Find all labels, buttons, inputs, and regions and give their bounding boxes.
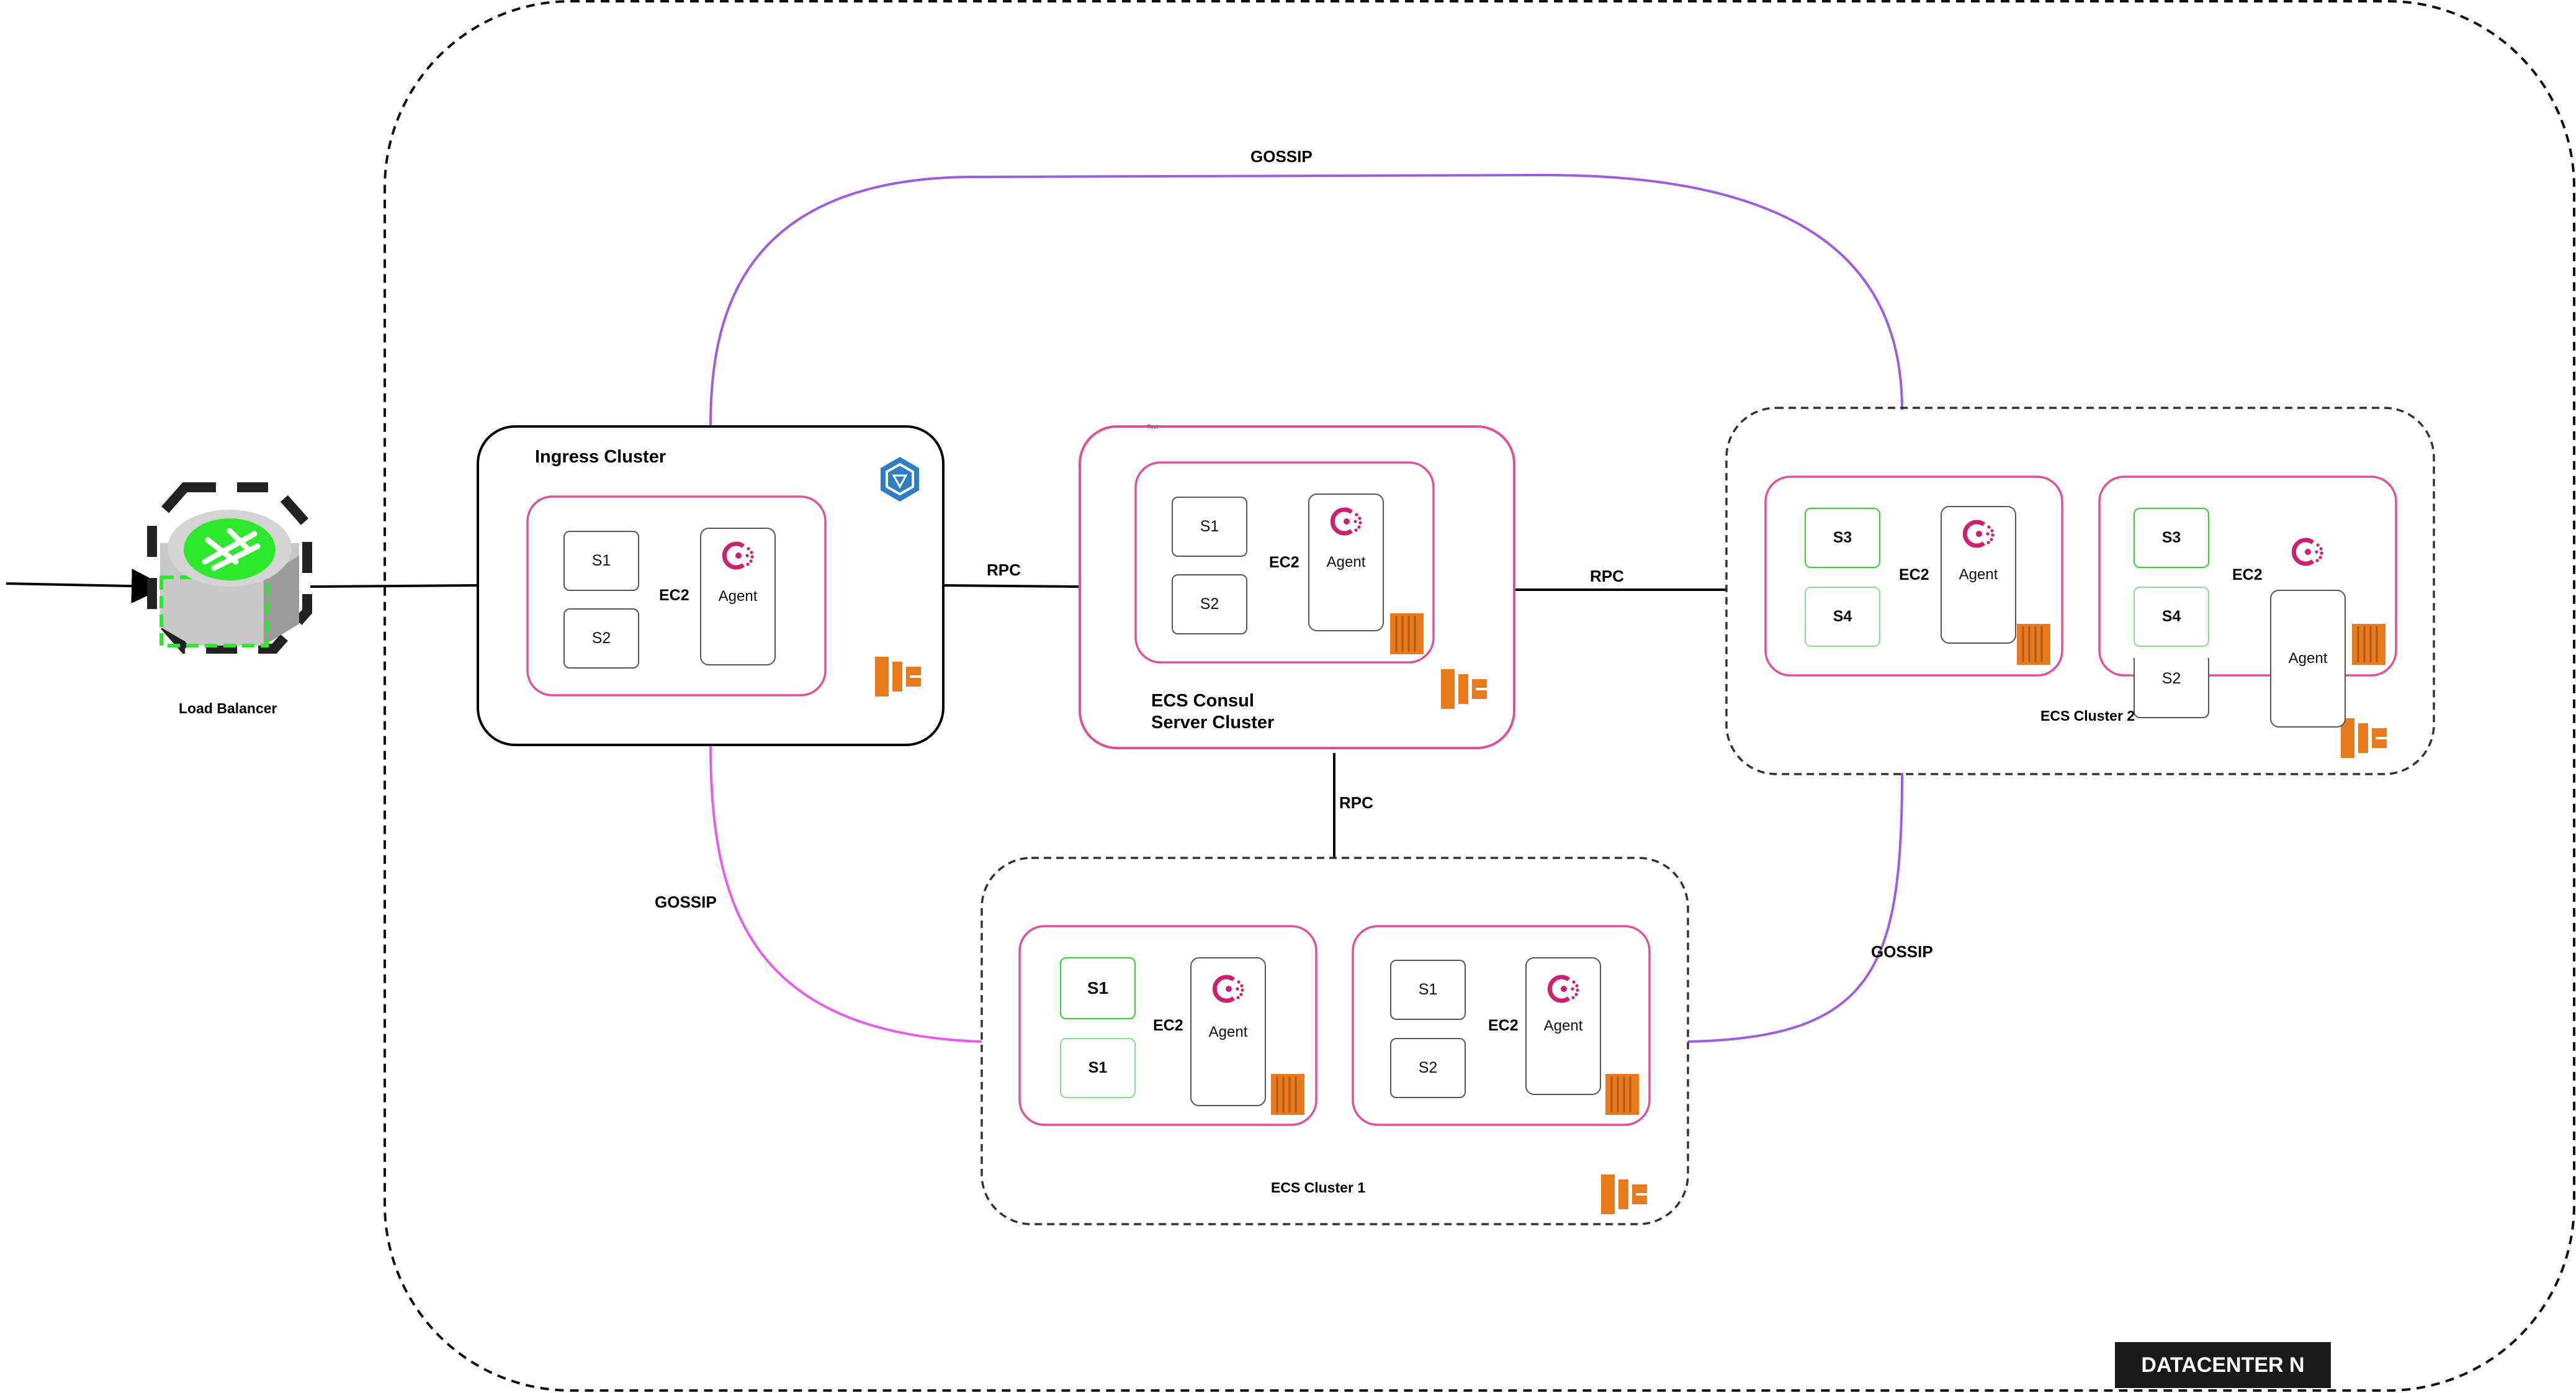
cluster1-left-service-s1-b: S1 xyxy=(1060,1038,1136,1098)
gossip-top-label: GOSSIP xyxy=(1250,147,1313,166)
cluster2-left-ec2-label: EC2 xyxy=(1899,566,1929,584)
cluster2-box xyxy=(1725,407,2435,775)
kubernetes-icon xyxy=(881,457,919,502)
ingress-agent: Agent xyxy=(700,528,776,665)
gossip-top-curve xyxy=(709,173,1903,426)
consul-logo-icon xyxy=(1963,520,1995,548)
ec2-instance-icon xyxy=(1271,1074,1304,1115)
consul-logo-icon xyxy=(1213,975,1244,1003)
gossip-left-label: GOSSIP xyxy=(655,893,717,911)
input-arrow-line xyxy=(6,569,166,604)
cluster1-box xyxy=(981,857,1689,1225)
cluster2-right-agent: Agent xyxy=(2270,590,2346,728)
cluster2-left-agent-label: Agent xyxy=(1959,566,1998,583)
server-agent: Agent xyxy=(1308,494,1384,631)
ingress-service-s1: S1 xyxy=(563,531,639,591)
gossip-right-label: GOSSIP xyxy=(1871,942,1933,961)
cluster1-left-ec2-box xyxy=(1018,925,1317,1126)
rpc-cluster2-label: RPC xyxy=(1590,567,1624,585)
cluster1-left-service-s1-a: S1 xyxy=(1060,957,1136,1019)
ecs-container-icon xyxy=(2341,718,2387,758)
load-balancer-label: Load Balancer xyxy=(179,700,277,716)
gossip-right-curve xyxy=(1687,772,1903,1043)
ingress-cluster-box xyxy=(477,425,945,746)
cluster1-right-service-s1: S1 xyxy=(1390,960,1466,1020)
cluster2-right-ec2-box xyxy=(2098,476,2397,677)
cluster1-left-ec2-label: EC2 xyxy=(1153,1017,1183,1034)
rpc-ingress-label: RPC xyxy=(987,561,1021,579)
ingress-ec2-box xyxy=(526,495,827,696)
cluster1-right-ec2-box xyxy=(1352,925,1651,1126)
server-cluster-title-line1: ECS Consul xyxy=(1151,691,1254,711)
load-balancer-icon xyxy=(147,482,312,654)
consul-logo-icon xyxy=(2292,538,2323,566)
cluster1-left-agent: Agent xyxy=(1190,957,1266,1106)
datacenter-boundary xyxy=(384,0,2575,1392)
cluster2-right-service-s2-label: S2 xyxy=(2161,670,2181,687)
cluster2-title: ECS Cluster 2 xyxy=(2040,708,2135,724)
ingress-ec2-label: EC2 xyxy=(659,587,689,604)
cluster2-right-service-s3: S3 xyxy=(2134,508,2209,568)
ecs-container-icon xyxy=(1601,1174,1647,1214)
cluster2-left-ec2-box xyxy=(1764,476,2063,677)
ingress-agent-label: Agent xyxy=(718,588,758,605)
cluster1-right-agent-label: Agent xyxy=(1543,1017,1583,1034)
cluster2-right-service-s2: S2 xyxy=(2134,658,2209,718)
consul-logo-icon xyxy=(1331,507,1362,536)
ec2-instance-icon xyxy=(1605,1074,1639,1115)
cluster2-right-ec2-label: EC2 xyxy=(2232,566,2263,584)
ec2-instance-icon xyxy=(2017,624,2050,665)
server-service-s2: S2 xyxy=(1172,574,1247,634)
cluster1-title: ECS Cluster 1 xyxy=(1271,1179,1366,1196)
cluster1-left-agent-label: Agent xyxy=(1208,1024,1248,1040)
cluster1-right-service-s2: S2 xyxy=(1390,1038,1466,1098)
server-tiny-text: Text xyxy=(1147,424,1159,431)
server-cluster-title-line2: Server Cluster xyxy=(1151,713,1275,733)
server-service-s1: S1 xyxy=(1172,497,1247,557)
consul-logo-icon xyxy=(1548,975,1579,1003)
ingress-cluster-title: Ingress Cluster xyxy=(535,447,666,467)
ec2-instance-icon xyxy=(2352,624,2385,665)
cluster2-left-service-s3: S3 xyxy=(1805,508,1880,568)
server-ec2-box xyxy=(1134,461,1435,664)
cluster2-right-service-s4: S4 xyxy=(2134,587,2209,647)
consul-logo-icon xyxy=(722,541,754,570)
cluster1-right-agent: Agent xyxy=(1525,957,1601,1095)
ec2-instance-icon xyxy=(1390,613,1424,654)
cluster1-right-ec2-label: EC2 xyxy=(1488,1017,1519,1034)
gossip-left-curve xyxy=(709,744,982,1043)
lb-to-ingress-line xyxy=(310,584,478,588)
cluster2-right-agent-label: Agent xyxy=(2288,650,2328,667)
rpc-ingress-line xyxy=(943,584,1080,588)
cluster2-left-service-s4: S4 xyxy=(1805,587,1880,647)
server-agent-label: Agent xyxy=(1326,554,1366,570)
rpc-cluster1-label: RPC xyxy=(1339,793,1373,812)
ecs-container-icon xyxy=(875,657,921,696)
cluster2-left-agent: Agent xyxy=(1941,506,2016,644)
datacenter-badge: DATACENTER N xyxy=(2115,1342,2331,1388)
server-cluster-box xyxy=(1079,425,1515,749)
ecs-container-icon xyxy=(1441,669,1487,709)
server-ec2-label: EC2 xyxy=(1269,554,1299,571)
ingress-service-s2: S2 xyxy=(563,608,639,669)
